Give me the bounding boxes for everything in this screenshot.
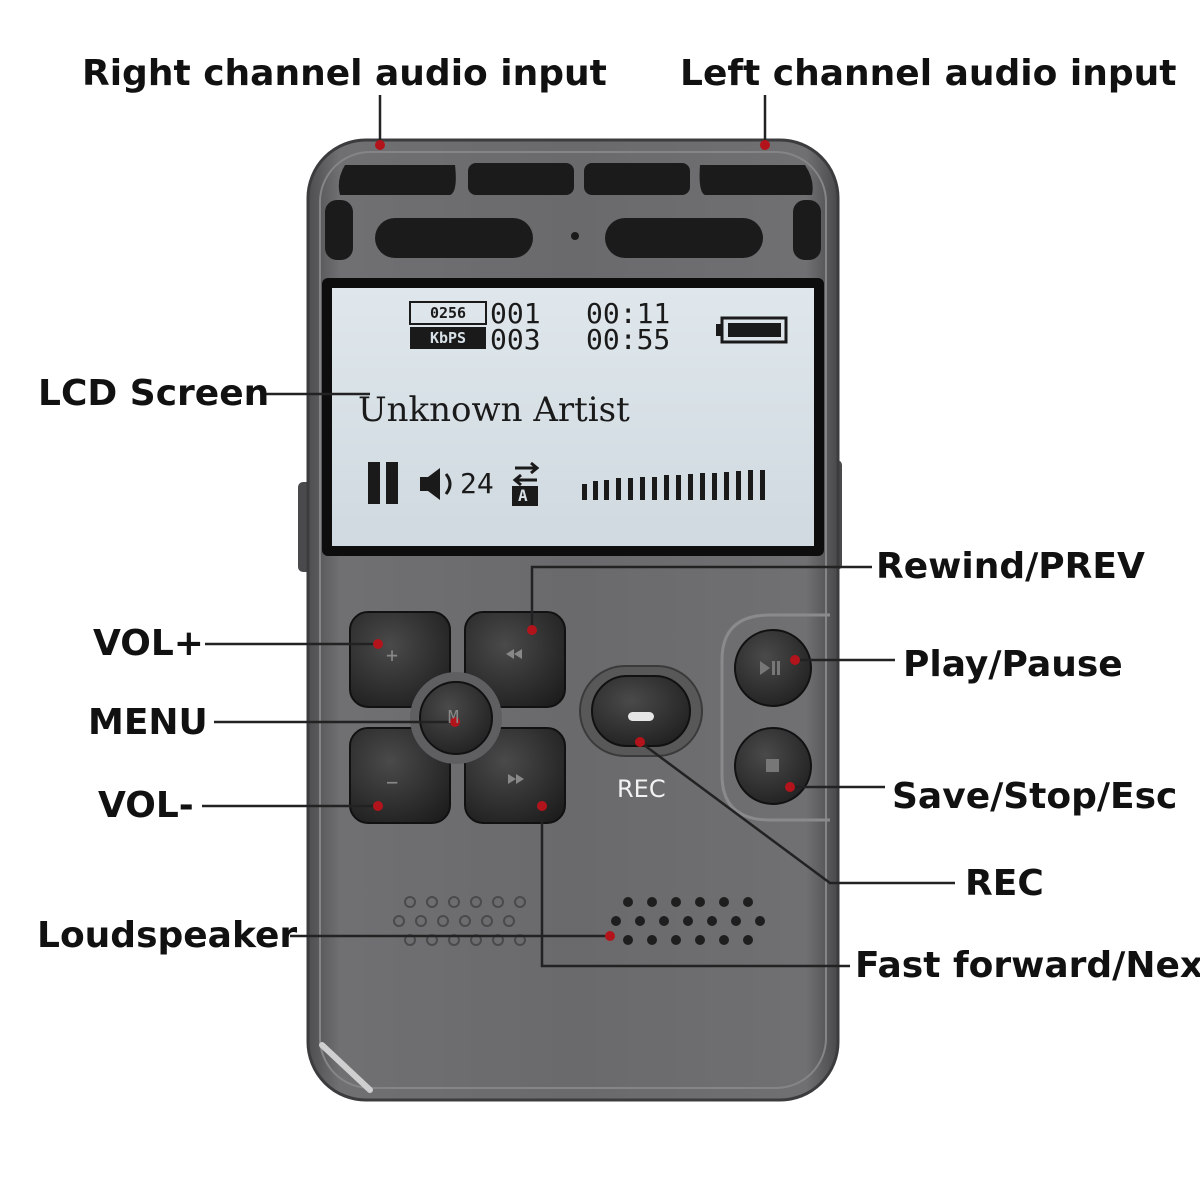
fast-forward-button[interactable] xyxy=(464,727,566,824)
lcd-time-total: 00:55 xyxy=(586,323,671,356)
vol-minus-key-label: − xyxy=(386,770,399,794)
rewind-button[interactable] xyxy=(464,611,566,708)
lcd-repeat-mode: A xyxy=(518,486,528,505)
lcd-volume: 24 xyxy=(460,467,494,500)
dpad xyxy=(349,611,566,824)
lcd-time-elapsed: 00:11 xyxy=(586,297,671,330)
level-meter xyxy=(582,470,765,500)
label-vol-plus: VOL+ xyxy=(93,623,204,664)
volume-icon xyxy=(420,468,452,500)
label-left-channel-input: Left channel audio input xyxy=(680,53,1177,94)
menu-key-label: M xyxy=(448,707,459,728)
label-right-channel-input: Right channel audio input xyxy=(82,53,607,94)
rec-glyph-icon xyxy=(628,712,654,721)
lcd-track-total: 003 xyxy=(490,323,541,356)
repeat-icon xyxy=(512,461,540,506)
vol-plus-button[interactable] xyxy=(349,611,451,708)
rec-button[interactable] xyxy=(591,675,691,747)
mic-hole xyxy=(571,232,579,240)
label-play-pause: Play/Pause xyxy=(903,644,1123,685)
label-save-stop-esc: Save/Stop/Esc xyxy=(892,776,1178,817)
loudspeaker-grille-right xyxy=(611,897,765,945)
label-lcd-screen: LCD Screen xyxy=(38,373,270,414)
stop-glyph-icon xyxy=(766,759,779,772)
battery-icon xyxy=(716,316,788,344)
label-fast-forward-next: Fast forward/Next xyxy=(855,945,1200,986)
label-menu: MENU xyxy=(88,702,208,743)
lcd-bitrate-unit: KbPS xyxy=(429,329,467,347)
label-vol-minus: VOL- xyxy=(98,785,194,826)
lcd-track-current: 001 xyxy=(490,297,541,330)
microphone-grille xyxy=(325,163,821,260)
rewind-glyph-icon xyxy=(514,649,522,659)
label-loudspeaker: Loudspeaker xyxy=(37,915,298,956)
rec-button-caption: REC xyxy=(617,775,666,803)
pause-icon xyxy=(368,462,398,504)
forward-glyph-icon xyxy=(508,774,516,784)
play-pause-glyph-icon xyxy=(760,661,780,675)
vol-plus-key-label: + xyxy=(386,643,399,667)
callout-lines xyxy=(202,95,955,968)
lcd-bitrate-value: 0256 xyxy=(429,304,467,322)
lcd-artist: Unknown Artist xyxy=(358,390,630,430)
callout-dots xyxy=(373,140,800,941)
label-rewind-prev: Rewind/PREV xyxy=(876,546,1145,587)
label-rec: REC xyxy=(965,863,1044,904)
